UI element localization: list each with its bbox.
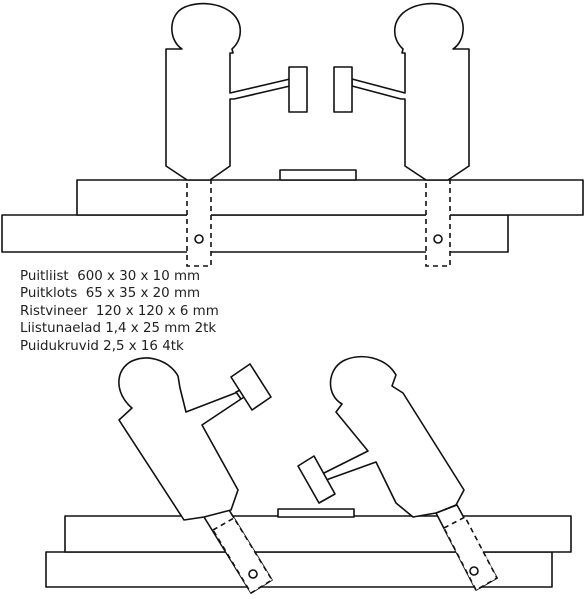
plywood-piece-top bbox=[279, 169, 357, 181]
left-clamp-block bbox=[288, 66, 308, 113]
upper-board bbox=[76, 179, 584, 216]
materials-list: Puitliist 600 x 30 x 10 mm Puitklots 65 … bbox=[20, 268, 219, 355]
bottom-scene bbox=[45, 355, 572, 595]
plywood-piece-bottom bbox=[277, 508, 355, 518]
left-pivot-hole bbox=[194, 234, 204, 244]
right-slanted-leg-hidden bbox=[442, 515, 499, 592]
left-tilted-figure bbox=[118, 357, 242, 521]
right-slanted-hole bbox=[469, 566, 479, 576]
left-hammer-head bbox=[230, 363, 272, 411]
right-tilted-figure bbox=[321, 355, 465, 518]
right-clamp-block bbox=[333, 66, 353, 113]
left-slanted-hole bbox=[248, 569, 258, 579]
left-figure bbox=[165, 2, 291, 181]
top-scene bbox=[1, 2, 584, 267]
materials-item: Ristvineer 120 x 120 x 6 mm bbox=[20, 303, 219, 319]
right-pivot-hole bbox=[433, 234, 443, 244]
right-vise-leg bbox=[425, 175, 451, 267]
materials-item: Puitliist 600 x 30 x 10 mm bbox=[20, 269, 201, 284]
left-vise-leg bbox=[186, 175, 212, 267]
right-hammer-head bbox=[297, 455, 336, 504]
lower-board bbox=[1, 214, 509, 253]
right-figure bbox=[351, 2, 470, 181]
upper-board-bottom bbox=[64, 515, 572, 553]
materials-item: Puidukruvid 2,5 x 16 4tk bbox=[20, 338, 184, 354]
materials-item: Puitklots 65 x 35 x 20 mm bbox=[20, 286, 201, 302]
materials-item: Liistunaelad 1,4 x 25 mm 2tk bbox=[20, 321, 217, 337]
